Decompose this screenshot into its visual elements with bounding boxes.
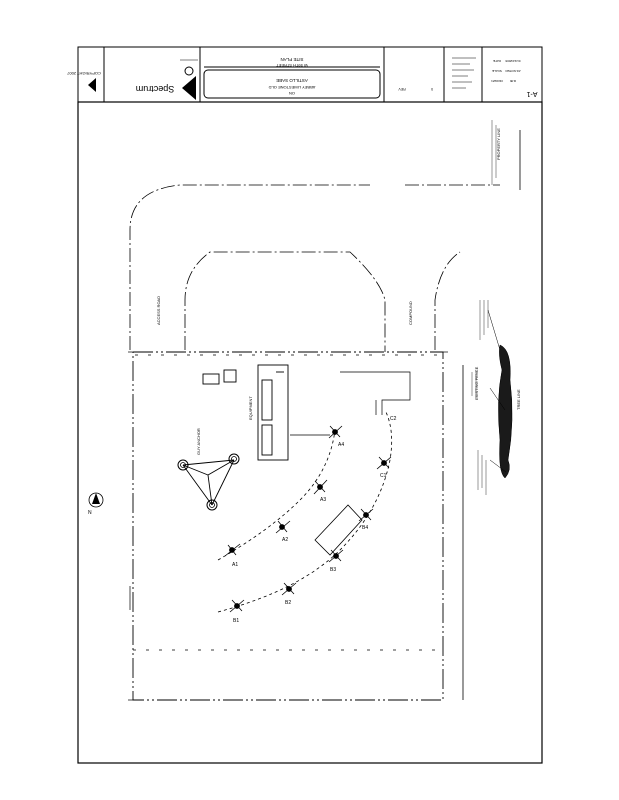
- date-value: 01/12/2008: [505, 59, 520, 63]
- callout-leaders: [487, 309, 507, 473]
- rev-label: REV: [398, 87, 406, 91]
- guy-anchor-label: GUY ANCHOR: [196, 428, 201, 455]
- drawing-border: [77, 101, 543, 764]
- north-label: N: [88, 510, 92, 516]
- date-label: DATE: [493, 59, 501, 63]
- sector-icon: [328, 549, 344, 563]
- company-name: Spectrum: [136, 84, 175, 94]
- scale-label: SCALE: [492, 69, 502, 73]
- antenna-label: A3: [320, 497, 326, 503]
- tree-line: [498, 344, 513, 479]
- site-address: W 99TH STREET: [276, 63, 308, 68]
- guy-anchor-icon: [177, 453, 240, 511]
- tree-line-label: TREE LINE: [516, 389, 521, 410]
- compound-label: COMPOUND: [408, 301, 413, 325]
- equipment-label: EQUIPMENT: [248, 396, 253, 420]
- property-line: [132, 351, 444, 701]
- sector-icon: [313, 479, 328, 495]
- site-city: ON: [289, 91, 295, 96]
- guyed-tower: [182, 459, 235, 506]
- sheet-number: A-1: [526, 90, 537, 97]
- sector-icon: [224, 543, 241, 557]
- revision-cell: [383, 46, 445, 103]
- antenna-label: C1: [380, 473, 387, 479]
- antenna-label: C2: [390, 416, 397, 422]
- antenna-arc-inner: [217, 429, 336, 561]
- project-subtitle: ABBEY LIMESTONE OLD: [269, 85, 316, 90]
- equipment-pad: [202, 364, 289, 461]
- antenna-label: B4: [362, 525, 368, 531]
- general-notes: [452, 57, 476, 89]
- scale-value: AS NOTED: [505, 69, 521, 73]
- antenna-label: A2: [282, 537, 288, 543]
- copyright-text: COPYRIGHT 2007: [66, 71, 100, 76]
- sector-icon: [328, 425, 343, 439]
- access-road: [129, 184, 500, 352]
- sector-icon: [376, 456, 392, 470]
- project-name: ASTILLO SABE: [276, 78, 308, 83]
- notes-cell: [443, 46, 483, 103]
- small-logo-icon: [88, 78, 96, 92]
- antenna-label: B2: [285, 600, 291, 606]
- antenna-sectors: [224, 425, 392, 613]
- drawn-value: RJB: [510, 79, 516, 83]
- company-logo-icon: [180, 59, 198, 100]
- north-arrow-icon: [88, 492, 104, 508]
- utility-lines: [290, 371, 411, 436]
- property-line-label: PROPERTY LINE: [496, 128, 501, 160]
- drawn-label: DRAWN: [491, 79, 502, 83]
- sector-icon: [229, 599, 245, 613]
- dimension-ticks: [128, 351, 448, 701]
- sector-icon: [358, 508, 374, 522]
- access-road-label: ACCESS ROAD: [156, 296, 161, 325]
- antenna-label: B1: [233, 618, 239, 624]
- existing-fence-label: EXISTING FENCE: [474, 366, 479, 400]
- road-edge: [462, 130, 521, 700]
- rev-value: 0: [431, 87, 433, 91]
- antenna-arc-outer: [217, 409, 393, 613]
- antenna-label: A4: [338, 442, 344, 448]
- antenna-label: A1: [232, 562, 238, 568]
- sector-icon: [281, 582, 297, 596]
- antenna-label: B3: [330, 567, 336, 573]
- sector-icon: [275, 520, 291, 534]
- equipment-box: [314, 504, 363, 556]
- drawing-title: SITE PLAN: [280, 57, 303, 62]
- callout-text-blocks: [471, 120, 497, 495]
